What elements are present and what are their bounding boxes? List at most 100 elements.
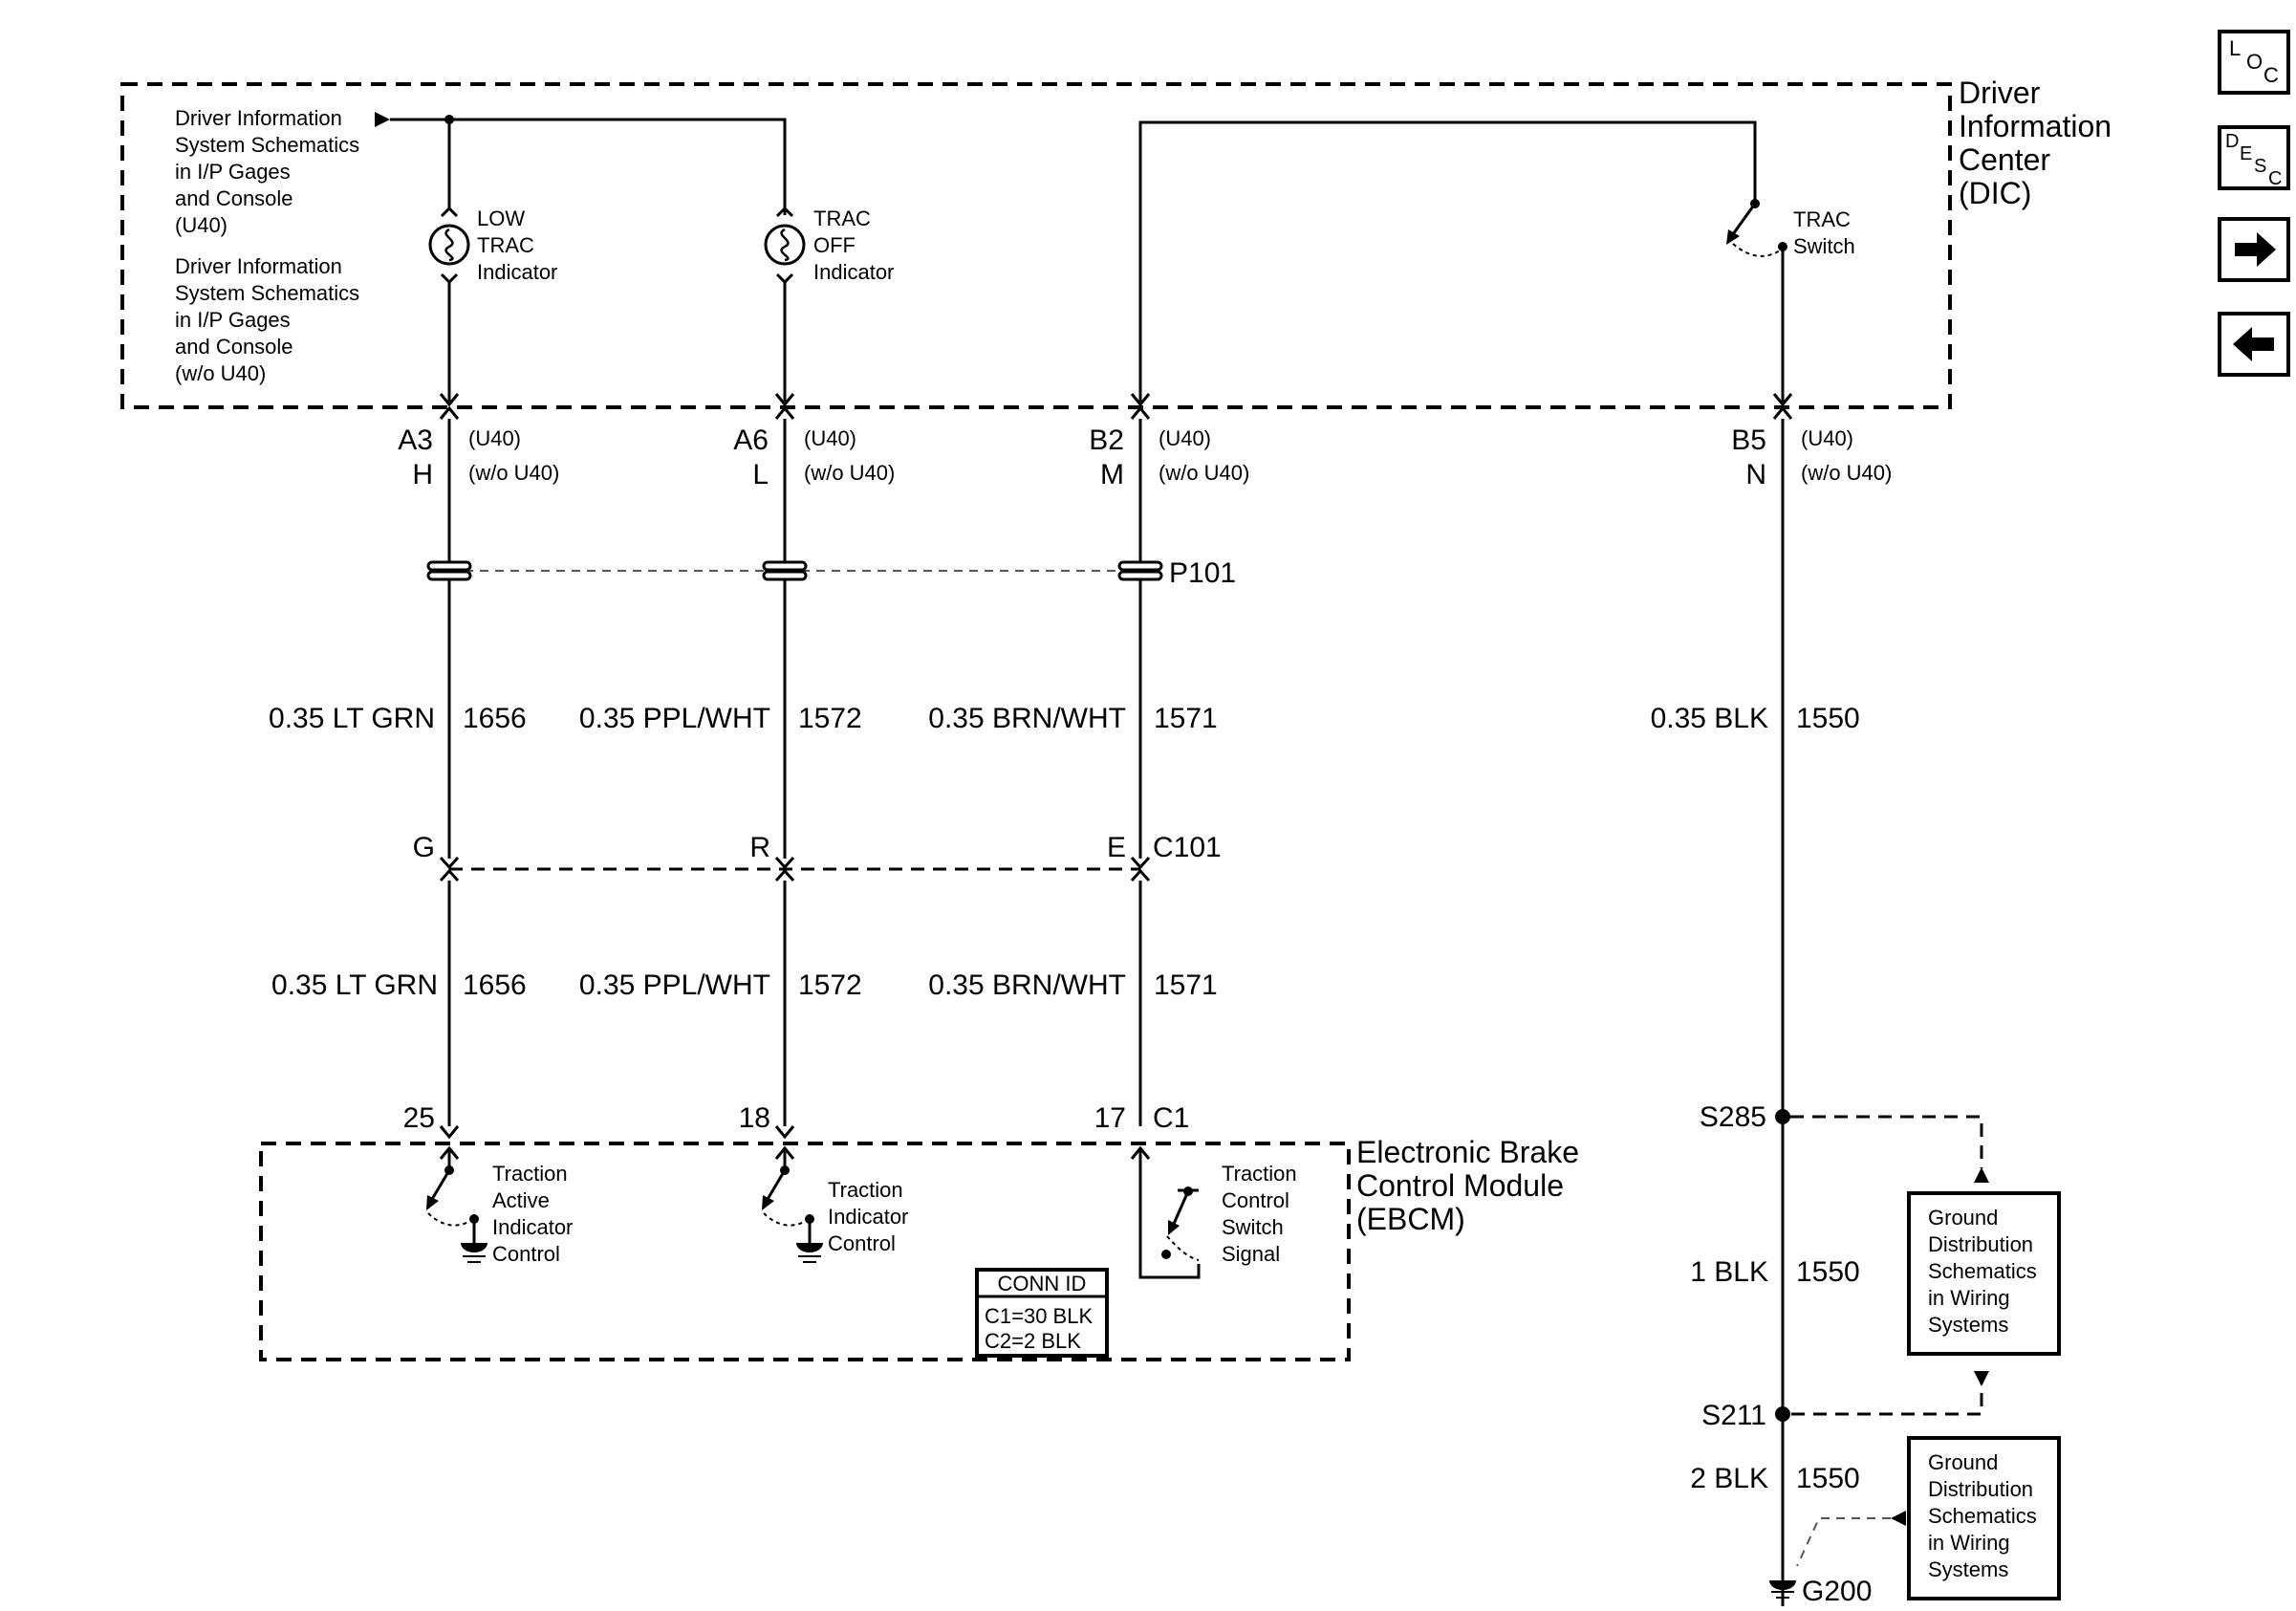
svg-text:Driver: Driver — [1959, 76, 2041, 110]
svg-text:0.35 PPL/WHT: 0.35 PPL/WHT — [579, 703, 770, 734]
svg-text:Center: Center — [1959, 142, 2050, 177]
svg-text:(w/o U40): (w/o U40) — [804, 461, 895, 485]
svg-text:E: E — [2240, 143, 2252, 164]
svg-text:(w/o U40): (w/o U40) — [1801, 461, 1892, 485]
svg-text:1550: 1550 — [1796, 1256, 1860, 1288]
svg-text:Distribution: Distribution — [1928, 1477, 2033, 1501]
wire-trac-off-out — [775, 272, 794, 402]
svg-text:Active: Active — [492, 1188, 550, 1212]
feed-arrow-icon — [375, 112, 390, 127]
svg-text:Switch: Switch — [1222, 1215, 1284, 1239]
arrow-left-icon — [1891, 1511, 1906, 1526]
svg-text:(U40): (U40) — [1801, 426, 1853, 450]
s211-splice — [1775, 1406, 1790, 1422]
svg-text:Electronic Brake: Electronic Brake — [1356, 1135, 1579, 1169]
location-button[interactable]: L O C — [2218, 30, 2290, 95]
svg-text:1 BLK: 1 BLK — [1690, 1256, 1768, 1288]
svg-text:Schematics: Schematics — [1928, 1504, 2037, 1528]
svg-text:B2: B2 — [1089, 425, 1124, 456]
svg-text:2 BLK: 2 BLK — [1690, 1463, 1768, 1494]
svg-text:1571: 1571 — [1154, 969, 1218, 1001]
traction-switch-signal-icon — [1138, 1148, 1201, 1279]
svg-text:TRAC: TRAC — [477, 233, 534, 257]
svg-text:System Schematics: System Schematics — [175, 133, 359, 157]
svg-text:D: D — [2225, 131, 2239, 152]
svg-text:and Console: and Console — [175, 335, 293, 359]
svg-text:0.35 BLK: 0.35 BLK — [1651, 703, 1768, 734]
svg-text:O: O — [2246, 50, 2263, 74]
svg-text:0.35 BRN/WHT: 0.35 BRN/WHT — [928, 969, 1126, 1001]
bulb-icon — [764, 224, 806, 266]
lower-wire-labels: 0.35 LT GRN 1656 0.35 PPL/WHT 1572 0.35 … — [271, 969, 1218, 1001]
svg-text:E: E — [1107, 832, 1126, 863]
trac-switch-icon — [1726, 199, 1787, 257]
svg-text:CONN ID: CONN ID — [998, 1272, 1087, 1295]
svg-text:Control: Control — [828, 1231, 896, 1255]
previous-button[interactable] — [2218, 312, 2290, 377]
svg-text:Ground: Ground — [1928, 1450, 1998, 1474]
svg-text:(w/o U40): (w/o U40) — [468, 461, 559, 485]
svg-text:1572: 1572 — [798, 969, 862, 1001]
ground-ref-box-1: Ground Distribution Schematics in Wiring… — [1907, 1191, 2061, 1356]
svg-text:System Schematics: System Schematics — [175, 281, 359, 305]
next-button[interactable] — [2218, 217, 2290, 282]
svg-text:Information: Information — [1959, 109, 2112, 143]
ground-wire-2-labels: 2 BLK 1550 — [1690, 1463, 1859, 1494]
svg-text:Control: Control — [492, 1242, 560, 1266]
svg-text:1571: 1571 — [1154, 703, 1218, 734]
low-trac-indicator-label: LOW TRAC Indicator — [477, 207, 557, 284]
c1-label: C1 — [1153, 1102, 1189, 1134]
svg-text:(DIC): (DIC) — [1959, 176, 2031, 210]
svg-text:0.35 LT GRN: 0.35 LT GRN — [271, 969, 438, 1001]
svg-text:(w/o U40): (w/o U40) — [175, 361, 266, 385]
upper-wire-labels: 0.35 LT GRN 1656 0.35 PPL/WHT 1572 0.35 … — [269, 703, 1860, 734]
svg-text:(U40): (U40) — [1159, 426, 1211, 450]
svg-text:Traction: Traction — [492, 1162, 568, 1186]
svg-text:C: C — [2264, 63, 2279, 87]
svg-text:in I/P Gages: in I/P Gages — [175, 160, 291, 184]
description-button[interactable]: D E S C — [2218, 125, 2290, 190]
svg-text:Systems: Systems — [1928, 1313, 2008, 1337]
svg-text:(U40): (U40) — [804, 426, 856, 450]
svg-text:0.35 PPL/WHT: 0.35 PPL/WHT — [579, 969, 770, 1001]
svg-text:in Wiring: in Wiring — [1928, 1286, 2010, 1310]
traction-switch-signal-label: Traction Control Switch Signal — [1222, 1162, 1297, 1266]
dic-module-boundary — [120, 82, 1952, 409]
arrow-up-icon — [1974, 1167, 1989, 1183]
svg-text:OFF: OFF — [813, 233, 856, 257]
dic-pin-labels: A3 H (U40) (w/o U40) A6 L (U40) (w/o U40… — [398, 425, 1892, 490]
ground-icon — [796, 1243, 823, 1263]
svg-text:H: H — [412, 459, 433, 490]
svg-text:Control Module: Control Module — [1356, 1168, 1564, 1203]
svg-text:0.35 LT GRN: 0.35 LT GRN — [269, 703, 435, 734]
svg-text:Distribution: Distribution — [1928, 1232, 2033, 1256]
bulb-icon — [428, 224, 470, 266]
ebcm-pin-labels: 25 18 17 — [403, 1102, 1126, 1134]
svg-text:Traction: Traction — [1222, 1162, 1297, 1186]
svg-text:1656: 1656 — [463, 969, 527, 1001]
svg-text:Control: Control — [1222, 1188, 1289, 1212]
svg-text:Indicator: Indicator — [492, 1215, 573, 1239]
traction-active-switch-icon — [426, 1148, 479, 1250]
c101-terminals — [439, 856, 1151, 882]
wire-feed-trac-off — [775, 206, 794, 218]
ground-ref-box-2: Ground Distribution Schematics in Wiring… — [1907, 1436, 2061, 1600]
svg-text:18: 18 — [739, 1102, 770, 1134]
svg-text:Systems: Systems — [1928, 1557, 2008, 1581]
svg-text:Indicator: Indicator — [813, 260, 894, 284]
s285-label: S285 — [1700, 1101, 1766, 1133]
svg-text:G: G — [413, 832, 435, 863]
svg-text:N: N — [1745, 459, 1766, 490]
svg-text:Indicator: Indicator — [477, 260, 557, 284]
s211-ground-link — [1790, 1371, 1983, 1416]
g200-ground-link — [1796, 1517, 1891, 1567]
lower-wires — [447, 881, 1142, 1126]
dic-note-without-u40: Driver Information System Schematics in … — [175, 254, 359, 385]
g200-ground-icon — [1769, 1580, 1796, 1599]
s285-ground-link — [1790, 1115, 1983, 1168]
svg-text:L: L — [2229, 36, 2241, 60]
svg-text:17: 17 — [1094, 1102, 1126, 1134]
c101-label: C101 — [1153, 832, 1222, 863]
svg-text:in I/P Gages: in I/P Gages — [175, 308, 291, 332]
